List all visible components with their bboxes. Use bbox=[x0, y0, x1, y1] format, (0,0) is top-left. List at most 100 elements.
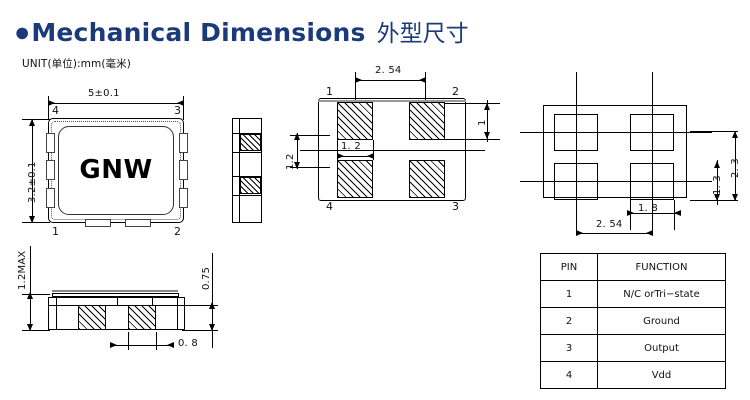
table-cell-function: N/C orTri−state bbox=[597, 280, 726, 308]
bullet-icon: ● bbox=[14, 17, 31, 47]
table-header-function: FUNCTION bbox=[597, 253, 726, 281]
elevation-pad bbox=[128, 305, 156, 330]
bottomview-pad-1 bbox=[337, 102, 373, 140]
topview-pin-3: 3 bbox=[174, 104, 181, 117]
topview-pin-1: 1 bbox=[52, 225, 59, 238]
table-cell-function: Ground bbox=[597, 307, 726, 335]
landpattern-centerline-v2 bbox=[652, 72, 653, 232]
landpattern-centerline-v1 bbox=[576, 72, 577, 232]
elevation-padheight-label: 0.75 bbox=[201, 266, 212, 290]
landpattern-innerheight-label: 1. 3 bbox=[712, 175, 723, 195]
narrow-side-divider bbox=[232, 195, 262, 196]
arrow-icon bbox=[732, 194, 738, 201]
castellation bbox=[179, 188, 188, 208]
elevation-padheight-ext-top bbox=[160, 305, 218, 306]
topview-pin-2: 2 bbox=[174, 225, 181, 238]
elevation-tick bbox=[117, 298, 118, 306]
arrow-icon bbox=[167, 342, 174, 348]
package-marking: GNW bbox=[79, 155, 153, 185]
arrow-icon bbox=[367, 153, 374, 159]
page-title-english: Mechanical Dimensions bbox=[31, 18, 366, 47]
bottomview-top-edge bbox=[318, 100, 466, 102]
pin-function-table: PIN FUNCTION 1 N/C orTri−state 2 Ground … bbox=[540, 253, 726, 389]
topview-height-dimline bbox=[32, 119, 33, 223]
arrow-icon bbox=[110, 342, 117, 348]
bottomview-padheight-label: 1 bbox=[477, 119, 488, 126]
topview-ext-right bbox=[183, 96, 184, 120]
landpattern-outerheight-label: 2. 3 bbox=[730, 158, 741, 178]
landpattern-outerheight-ext-top bbox=[690, 131, 738, 132]
landpattern-innerheight-dimline bbox=[717, 160, 718, 205]
bottomview-padwidth-ext-left bbox=[337, 140, 338, 160]
landpattern-centerline-h1 bbox=[520, 132, 712, 133]
table-cell-pin: 1 bbox=[540, 280, 598, 308]
bottomview-padheight-dimline bbox=[487, 100, 488, 142]
bottomview-pad-4 bbox=[337, 160, 373, 198]
bottomview-padheight-ext-bottom bbox=[445, 139, 500, 140]
castellation bbox=[179, 133, 188, 153]
landpattern-pitch-dimline bbox=[576, 233, 653, 234]
bottomview-outline bbox=[318, 98, 466, 201]
elevation-lid-line bbox=[52, 290, 178, 292]
topview-ext-top bbox=[22, 119, 50, 120]
bottomview-pitch-dimline bbox=[355, 80, 426, 81]
table-cell-function: Output bbox=[597, 334, 726, 362]
arrow-icon bbox=[294, 162, 300, 169]
castellation bbox=[46, 160, 55, 180]
bottomview-padgap-ext-bottom bbox=[290, 167, 330, 168]
castellation bbox=[46, 133, 55, 153]
elevation-pad bbox=[78, 305, 106, 330]
arrow-icon bbox=[627, 210, 634, 216]
castellation bbox=[85, 219, 111, 227]
elevation-body bbox=[48, 297, 185, 330]
landpattern-outline bbox=[543, 105, 687, 198]
arrow-icon bbox=[27, 292, 33, 299]
topview-ext-left bbox=[48, 96, 49, 120]
bottomview-padwidth-dimline bbox=[337, 156, 374, 157]
elevation-padheight-dimline bbox=[212, 253, 213, 348]
narrow-side-divider bbox=[232, 152, 262, 153]
arrow-icon bbox=[714, 194, 720, 201]
topview-width-dimline bbox=[48, 103, 184, 104]
narrow-side-edge bbox=[239, 118, 240, 223]
unit-note: UNIT(单位):mm(毫米) bbox=[22, 58, 131, 70]
bottomview-padheight-ext-top bbox=[445, 103, 500, 104]
bottomview-pitch-label: 2. 54 bbox=[375, 65, 402, 76]
page-title: ● Mechanical Dimensions 外型尺寸 bbox=[14, 14, 469, 48]
arrow-icon bbox=[576, 230, 583, 236]
elevation-height-label: 1.2MAX bbox=[17, 250, 28, 290]
bottomview-pin-1: 1 bbox=[326, 85, 333, 98]
arrow-icon bbox=[674, 210, 681, 216]
elevation-height-dimline bbox=[30, 246, 31, 331]
bottomview-centerline-h bbox=[300, 150, 485, 151]
table-header-row: PIN FUNCTION bbox=[540, 253, 726, 281]
arrow-icon bbox=[355, 77, 362, 83]
elevation-lid bbox=[52, 293, 179, 297]
narrow-side-divider bbox=[232, 176, 262, 177]
topview-height-label: 3.2±0.1 bbox=[27, 161, 38, 203]
bottomview-pin-4: 4 bbox=[326, 200, 333, 213]
elevation-edge bbox=[177, 297, 178, 330]
bottomview-pin-3: 3 bbox=[452, 200, 459, 213]
landpattern-pitch-label: 2. 54 bbox=[596, 219, 623, 230]
topview-pin-4: 4 bbox=[52, 104, 59, 117]
arrow-icon bbox=[29, 119, 35, 126]
castellation bbox=[179, 160, 188, 180]
narrow-side-divider bbox=[232, 133, 262, 134]
arrow-icon bbox=[646, 230, 653, 236]
bottomview-padgap-ext-top bbox=[290, 135, 330, 136]
arrow-icon bbox=[48, 100, 55, 106]
arrow-icon bbox=[732, 131, 738, 138]
elevation-ext-bottom bbox=[22, 330, 50, 331]
arrow-icon bbox=[29, 216, 35, 223]
arrow-icon bbox=[209, 324, 215, 331]
landpattern-centerline-h2 bbox=[520, 181, 712, 182]
table-header-pin: PIN bbox=[540, 253, 598, 281]
landpattern-padwidth-label: 1. 8 bbox=[638, 203, 658, 214]
table-cell-function: Vdd bbox=[597, 361, 726, 389]
bottomview-pitch-ext-left bbox=[355, 72, 356, 102]
topview-ext-bottom bbox=[22, 222, 50, 223]
elevation-padwidth-ext-left bbox=[128, 332, 129, 350]
arrow-icon bbox=[337, 153, 344, 159]
bottomview-padgap-dimline bbox=[297, 133, 298, 169]
